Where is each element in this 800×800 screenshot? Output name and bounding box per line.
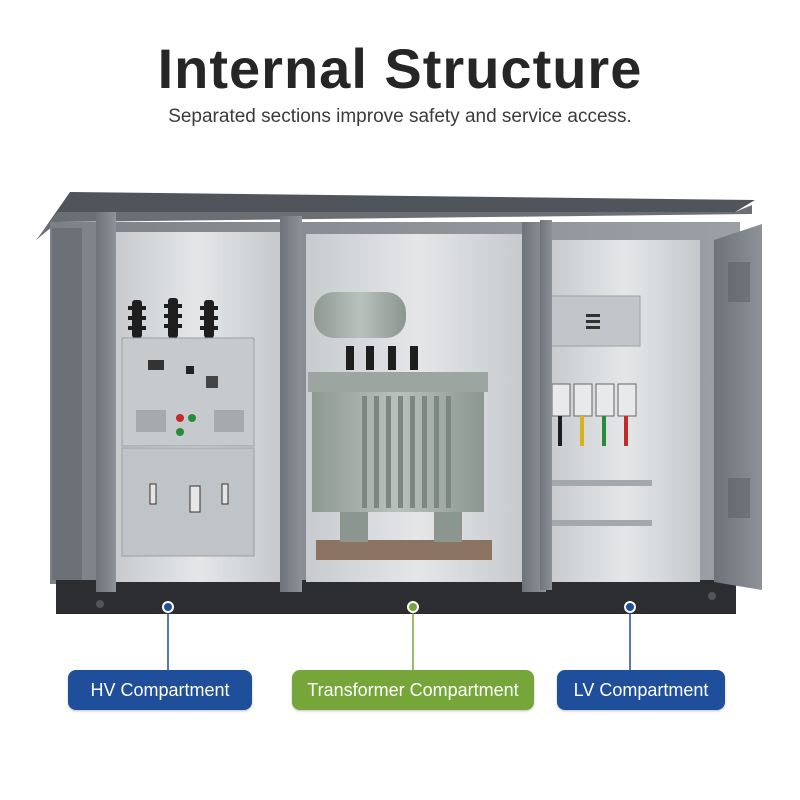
base-bolt — [708, 592, 716, 600]
lv-leader-dot — [624, 601, 636, 613]
lv-rack — [552, 480, 652, 486]
hv-button — [176, 414, 184, 422]
breaker-icon — [551, 383, 637, 417]
lv-panel — [547, 295, 641, 347]
radiator-fin-icon — [362, 396, 451, 508]
hv-handle — [221, 483, 229, 505]
hv-indicator — [148, 360, 164, 370]
lv-rack — [552, 520, 652, 526]
hv-switchgear-lower — [121, 447, 255, 557]
base-bolt — [96, 600, 104, 608]
transformer-top — [308, 372, 488, 392]
lv-cables — [558, 416, 628, 446]
label-lv-compartment: LV Compartment — [557, 670, 725, 710]
hv-handle — [149, 483, 157, 505]
insulator-icon — [346, 346, 418, 370]
hv-door-left — [96, 212, 116, 592]
hv-compartment — [96, 212, 302, 592]
lv-compartment — [540, 220, 762, 590]
vent-grille-icon — [728, 262, 750, 518]
lv-door-left — [540, 220, 552, 590]
conservator-tank — [314, 292, 406, 338]
hv-indicator — [186, 366, 194, 374]
hv-indicator — [206, 376, 218, 388]
page-subtitle: Separated sections improve safety and se… — [168, 106, 632, 127]
label-transformer-compartment: Transformer Compartment — [292, 670, 534, 710]
hv-handle — [189, 485, 201, 513]
hv-button — [176, 428, 184, 436]
transformer-compartment — [306, 222, 546, 592]
enclosure-side — [52, 228, 82, 580]
insulator-icon — [128, 298, 218, 338]
transformer-pallet — [316, 540, 492, 560]
roof-edge — [36, 205, 752, 240]
hv-button — [188, 414, 196, 422]
transformer-foot — [340, 512, 368, 542]
hv-leader-dot — [162, 601, 174, 613]
transformer-leader-dot — [407, 601, 419, 613]
transformer-foot — [434, 512, 462, 542]
hv-door-right — [280, 216, 302, 592]
page-title: Internal Structure — [157, 37, 643, 100]
vent-grille-icon — [136, 410, 244, 432]
label-hv-compartment: HV Compartment — [68, 670, 252, 710]
roof — [38, 192, 755, 238]
leader-lines — [162, 601, 636, 670]
